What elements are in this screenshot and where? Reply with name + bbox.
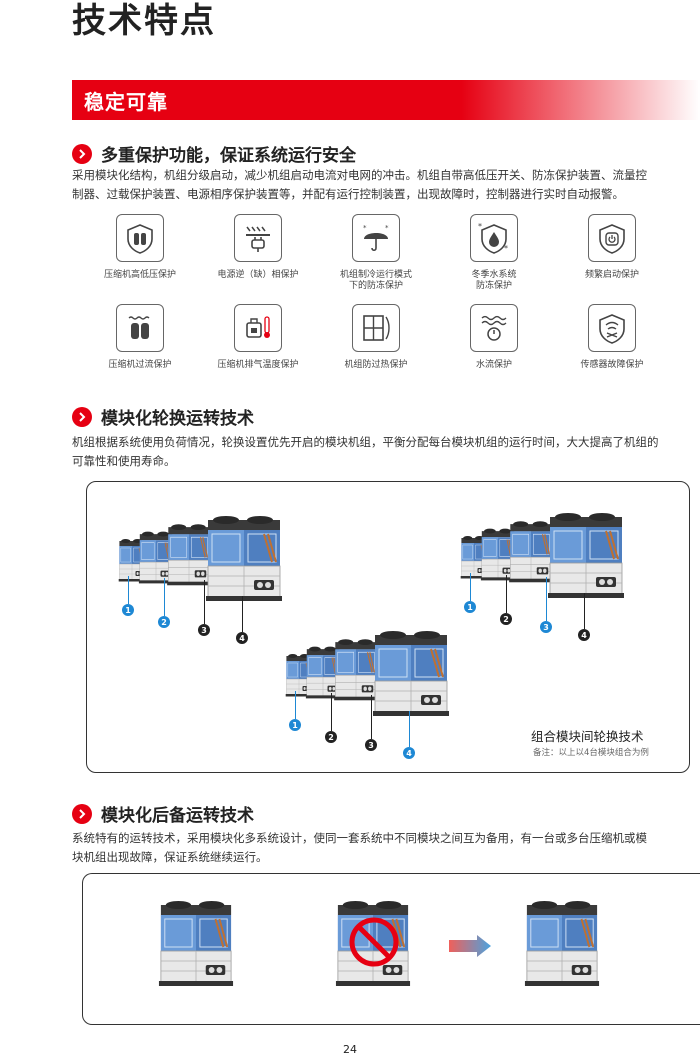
section-title: 模块化轮换运转技术 <box>101 409 254 429</box>
section-paragraph: 机组根据系统使用负荷情况，轮换设置优先开启的模块机组，平衡分配每台模块机组的运行… <box>72 433 692 471</box>
section-heading-protection: 多重保护功能，保证系统运行安全 <box>72 141 356 166</box>
marker-leader-line <box>164 578 165 616</box>
modular-unit-image <box>371 625 451 721</box>
module-marker-4: 4 <box>578 629 590 641</box>
protection-item: 机组防过热保护 <box>316 304 436 371</box>
svg-text:*: * <box>478 222 482 231</box>
section-paragraph: 采用模块化结构，机组分级启动，减少机组启动电流对电网的冲击。机组自带高低压开关、… <box>72 166 692 204</box>
modular-unit-image <box>508 517 554 587</box>
water-drop-snow-icon: ** <box>470 214 518 262</box>
modular-unit-image <box>285 651 313 701</box>
section-title: 模块化后备运转技术 <box>101 806 254 826</box>
protection-item: 频繁启动保护 <box>552 214 672 281</box>
protection-item: 电源逆（缺）相保护 <box>198 214 318 281</box>
thermometer-icon <box>234 304 282 352</box>
module-marker-1: 1 <box>464 601 476 613</box>
module-marker-3: 3 <box>540 621 552 633</box>
power-plug-icon <box>234 214 282 262</box>
paragraph-line: 机组根据系统使用负荷情况，轮换设置优先开启的模块机组，平衡分配每台模块机组的运行… <box>72 435 659 449</box>
marker-leader-line <box>371 695 372 739</box>
icon-label: 传感器故障保护 <box>580 360 644 370</box>
module-marker-1: 1 <box>122 604 134 616</box>
module-marker-2: 2 <box>325 731 337 743</box>
paragraph-line: 制器、过载保护装置、电源相序保护装置等，并配有运行控制装置，出现故障时，控制器进… <box>72 187 624 201</box>
section-banner: 稳定可靠 <box>72 80 700 120</box>
modular-unit-image <box>138 528 174 588</box>
modular-unit-image <box>546 507 626 603</box>
module-marker-4: 4 <box>403 747 415 759</box>
protection-item: 压缩机过流保护 <box>80 304 200 371</box>
paragraph-line: 采用模块化结构，机组分级启动，减少机组启动电流对电网的冲击。机组自带高低压开关、… <box>72 168 647 182</box>
module-marker-2: 2 <box>158 616 170 628</box>
protection-item: ** 机组制冷运行模式下的防冻保护 <box>316 214 436 292</box>
page-title: 技术特点 <box>72 1 216 41</box>
module-marker-3: 3 <box>198 624 210 636</box>
section-paragraph: 系统特有的运转技术，采用模块化多系统设计，使同一套系统中不同模块之间互为备用，有… <box>72 829 692 867</box>
icon-label: 机组制冷运行模式 <box>339 270 412 280</box>
icon-label: 水流保护 <box>475 360 512 370</box>
marker-leader-line <box>128 576 129 604</box>
modular-unit-image <box>166 520 212 590</box>
panel-frame-icon <box>352 304 400 352</box>
power-button-icon <box>588 214 636 262</box>
module-marker-2: 2 <box>500 613 512 625</box>
module-marker-4: 4 <box>236 632 248 644</box>
icon-label: 防冻保护 <box>475 281 512 291</box>
svg-text:*: * <box>504 244 508 253</box>
icon-label: 机组防过热保护 <box>344 360 408 370</box>
umbrella-snow-icon: ** <box>352 214 400 262</box>
modular-unit-image <box>333 635 379 705</box>
icon-label: 频繁启动保护 <box>584 270 639 280</box>
icon-label: 冬季水系统 <box>471 270 517 280</box>
icon-label: 压缩机排气温度保护 <box>217 360 299 370</box>
arrow-right-icon <box>449 935 491 961</box>
modular-unit-image <box>480 525 516 585</box>
prohibited-icon <box>348 916 400 972</box>
compressor-wave-icon <box>116 304 164 352</box>
module-marker-1: 1 <box>289 719 301 731</box>
paragraph-line: 系统特有的运转技术，采用模块化多系统设计，使同一套系统中不同模块之间互为备用，有… <box>72 831 647 845</box>
marker-leader-line <box>295 691 296 719</box>
protection-item: 水流保护 <box>434 304 554 371</box>
chevron-right-icon <box>72 803 92 824</box>
marker-leader-line <box>331 693 332 731</box>
protection-icon-grid: 压缩机高低压保护 电源逆（缺）相保护 ** 机组制冷运行模式下的防冻保护 ** … <box>80 214 700 374</box>
banner-label: 稳定可靠 <box>84 90 168 114</box>
marker-leader-line <box>546 577 547 621</box>
chevron-right-icon <box>72 143 92 164</box>
protection-item: 传感器故障保护 <box>552 304 672 371</box>
icon-label: 压缩机高低压保护 <box>103 270 176 280</box>
modular-unit-image <box>305 643 341 703</box>
water-flow-icon <box>470 304 518 352</box>
section-heading-rotation: 模块化轮换运转技术 <box>72 404 254 429</box>
modular-unit-image <box>204 510 284 606</box>
diagram-caption: 组合模块间轮换技术 <box>531 729 644 744</box>
protection-item: 压缩机高低压保护 <box>80 214 200 281</box>
marker-leader-line <box>584 593 585 629</box>
section-title: 多重保护功能，保证系统运行安全 <box>101 146 356 166</box>
paragraph-line: 块机组出现故障，保证系统继续运行。 <box>72 850 268 864</box>
marker-leader-line <box>470 573 471 601</box>
section-heading-backup: 模块化后备运转技术 <box>72 801 254 826</box>
page-number: 24 <box>343 1043 357 1056</box>
marker-leader-line <box>204 580 205 624</box>
protection-item: 压缩机排气温度保护 <box>198 304 318 371</box>
diagram-note: 备注：以上以4台模块组合为例 <box>533 748 649 758</box>
sensor-shield-icon <box>588 304 636 352</box>
icon-label: 电源逆（缺）相保护 <box>217 270 299 280</box>
modular-unit-image <box>523 895 601 991</box>
icon-label: 压缩机过流保护 <box>108 360 172 370</box>
marker-leader-line <box>409 711 410 747</box>
module-marker-3: 3 <box>365 739 377 751</box>
chevron-right-icon <box>72 406 92 427</box>
protection-item: ** 冬季水系统防冻保护 <box>434 214 554 292</box>
svg-text:*: * <box>385 224 389 232</box>
svg-text:*: * <box>363 224 367 232</box>
pressure-gauge-icon <box>116 214 164 262</box>
icon-label: 下的防冻保护 <box>348 281 403 291</box>
modular-unit-image <box>157 895 235 991</box>
marker-leader-line <box>506 575 507 613</box>
paragraph-line: 可靠性和使用寿命。 <box>72 454 176 468</box>
marker-leader-line <box>242 596 243 632</box>
